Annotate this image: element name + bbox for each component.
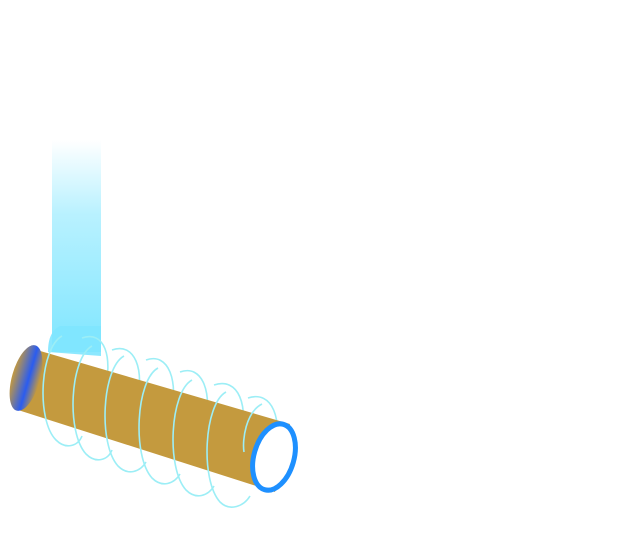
light-beam xyxy=(48,140,101,356)
coil-front xyxy=(42,335,263,508)
cylinder xyxy=(9,345,298,493)
cylinder-open-end xyxy=(250,421,298,493)
